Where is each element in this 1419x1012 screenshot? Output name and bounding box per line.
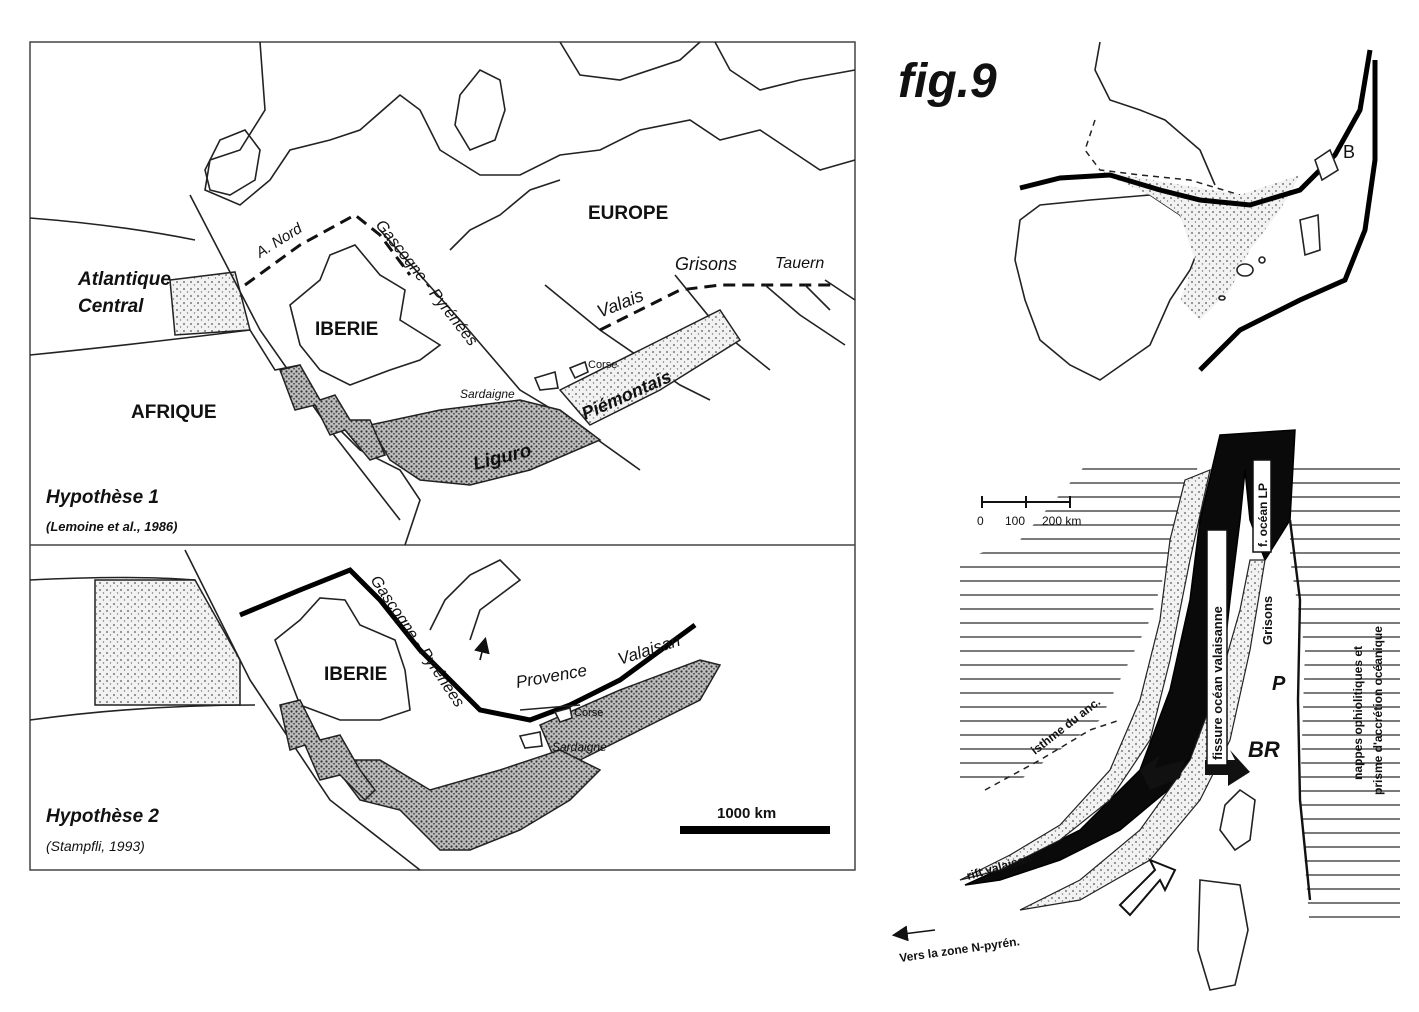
southern-ocean-h2 xyxy=(328,749,602,851)
br-isthme-dashed xyxy=(984,719,1121,791)
top-right-map xyxy=(1014,41,1378,381)
left-panel-frame xyxy=(29,41,856,871)
atlantic-south-margin xyxy=(29,329,251,356)
tr-dashed-margin xyxy=(1084,119,1241,196)
transform-steps-h2 xyxy=(279,699,376,802)
tr-label-b: B xyxy=(1343,142,1355,162)
scale-label-h2: 1000 km xyxy=(717,805,776,822)
tr-islet-3 xyxy=(1218,295,1226,301)
br-label-nappes-1: nappes ophiolitiques et xyxy=(1351,646,1365,780)
label-atlantique: Atlantique xyxy=(77,269,171,290)
figure-label: fig.9 xyxy=(898,55,997,108)
hypothesis-1-title: Hypothèse 1 xyxy=(46,487,159,508)
label-sardaigne-h1: Sardaigne xyxy=(460,387,515,401)
br-ocean-lp-label-box xyxy=(1252,459,1272,553)
label-iberie-h2: IBERIE xyxy=(324,664,387,685)
atlantic-south-margin-h2 xyxy=(29,704,256,721)
north-atlantic-boundary xyxy=(244,213,412,287)
tr-thick-boundary xyxy=(1019,49,1373,208)
left-panel xyxy=(29,41,856,871)
atlantic-north-margin-h2 xyxy=(29,576,196,581)
hypothesis-2-reference: (Stampfli, 1993) xyxy=(46,838,145,854)
atlantic-north-margin xyxy=(29,217,196,241)
hypothesis-1-map xyxy=(29,41,856,546)
gascogne-pyrenees-boundary-h2 xyxy=(239,567,697,723)
br-arrow-hollow xyxy=(1118,858,1177,917)
br-corse xyxy=(1219,788,1256,852)
label-grisons-h1: Grisons xyxy=(675,254,737,274)
tr-thick-boundary-south xyxy=(1198,60,1378,372)
label-valais: Valais xyxy=(594,285,646,322)
liguro-ocean xyxy=(368,399,602,486)
atlantic-ocean-h2 xyxy=(94,579,241,706)
tauern-fault xyxy=(764,279,856,346)
label-europe: EUROPE xyxy=(588,203,668,224)
tr-europe-coast xyxy=(1094,41,1216,186)
label-corse-h1: Corse xyxy=(588,359,617,371)
label-sardaigne-h2: Sardaigne xyxy=(552,740,607,754)
br-label-nappes-2: prisme d'accrétion océanique xyxy=(1371,626,1385,795)
hypothesis-1-reference: (Lemoine et al., 1986) xyxy=(46,519,178,534)
br-fissure-label-box xyxy=(1206,529,1228,766)
tr-stippled-zone xyxy=(1095,170,1300,320)
piemontais-ocean xyxy=(558,309,742,426)
ireland-coast xyxy=(454,68,506,151)
br-sardaigne xyxy=(1197,879,1249,991)
label-anord: A. Nord xyxy=(252,220,306,262)
sardaigne-island-h2 xyxy=(518,731,543,749)
tr-iberia xyxy=(1014,194,1201,381)
br-scale-label-200: 200 km xyxy=(1042,514,1081,528)
br-hatched-west xyxy=(960,460,1200,790)
hypothesis-2-title: Hypothèse 2 xyxy=(46,806,159,827)
tr-island-2 xyxy=(1314,148,1339,182)
label-valaisan: Valaisan xyxy=(615,631,682,669)
baltic-coast xyxy=(714,41,856,91)
br-arrow-west xyxy=(1140,755,1185,790)
hypothesis-2-map xyxy=(29,549,830,871)
atlantic-central-ocean xyxy=(169,271,251,336)
europe-coastline xyxy=(204,41,856,206)
corse-island-h2 xyxy=(553,707,573,723)
br-stippled-west xyxy=(959,469,1211,881)
br-scale-label-0: 0 xyxy=(977,514,984,528)
valais-dashed-boundary xyxy=(599,283,835,332)
br-label-grisons: Grisons xyxy=(1260,596,1275,645)
br-label-br: BR xyxy=(1248,737,1280,762)
label-corse-h2: Corse xyxy=(574,707,603,719)
iberia-outline xyxy=(289,244,442,386)
europe-coast-h2 xyxy=(429,559,522,641)
label-tauern: Tauern xyxy=(775,255,824,272)
label-central: Central xyxy=(78,296,144,317)
br-east-boundary xyxy=(1288,519,1312,901)
label-iberie-h1: IBERIE xyxy=(315,319,378,340)
iberia-outline-h2 xyxy=(274,597,411,721)
label-provence: Provence xyxy=(514,661,588,692)
br-arrow-vers xyxy=(891,925,936,942)
provence-line xyxy=(519,704,581,711)
tr-islet-2 xyxy=(1258,256,1266,264)
tr-island-1 xyxy=(1299,213,1321,257)
tr-islet-1 xyxy=(1236,263,1254,277)
transform-steps-south xyxy=(279,364,387,461)
br-scale-label-100: 100 xyxy=(1005,514,1025,528)
britain-coast xyxy=(204,129,261,196)
br-label-ocean-lp: f. océan LP xyxy=(1256,483,1270,547)
br-label-p: P xyxy=(1272,673,1286,695)
bottom-right-map xyxy=(891,429,1400,991)
rotation-arrow-h2 xyxy=(474,636,490,661)
br-hatched-east xyxy=(1290,460,1400,930)
br-label-vers: Vers la zone N-pyrén. xyxy=(898,934,1020,965)
sardaigne-island xyxy=(533,370,559,391)
label-afrique: AFRIQUE xyxy=(131,402,217,423)
scandinavia-coast xyxy=(559,41,701,81)
adriatic-coast xyxy=(449,179,561,251)
br-label-fissure: fissure océan valaisanne xyxy=(1210,606,1225,760)
br-arrow-east xyxy=(1205,750,1250,786)
corse-island xyxy=(568,360,589,380)
